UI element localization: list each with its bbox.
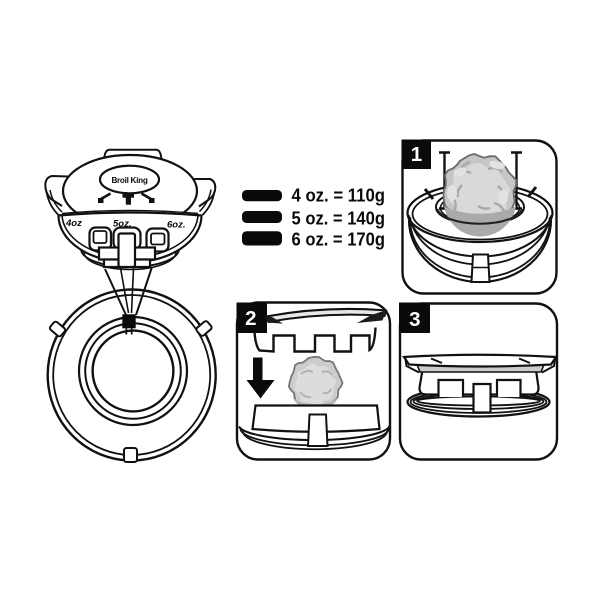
svg-text:3: 3 xyxy=(409,308,420,331)
svg-text:4oz: 4oz xyxy=(65,218,82,229)
svg-text:1: 1 xyxy=(411,143,422,166)
svg-text:5oz.: 5oz. xyxy=(113,219,131,230)
svg-text:6oz.: 6oz. xyxy=(167,220,185,231)
svg-text:2: 2 xyxy=(245,307,256,330)
svg-text:Broil King: Broil King xyxy=(111,176,147,185)
svg-text:6 oz. = 170g: 6 oz. = 170g xyxy=(292,230,386,250)
svg-text:4 oz. = 110g: 4 oz. = 110g xyxy=(292,186,386,206)
svg-text:5 oz. = 140g: 5 oz. = 140g xyxy=(292,209,386,229)
